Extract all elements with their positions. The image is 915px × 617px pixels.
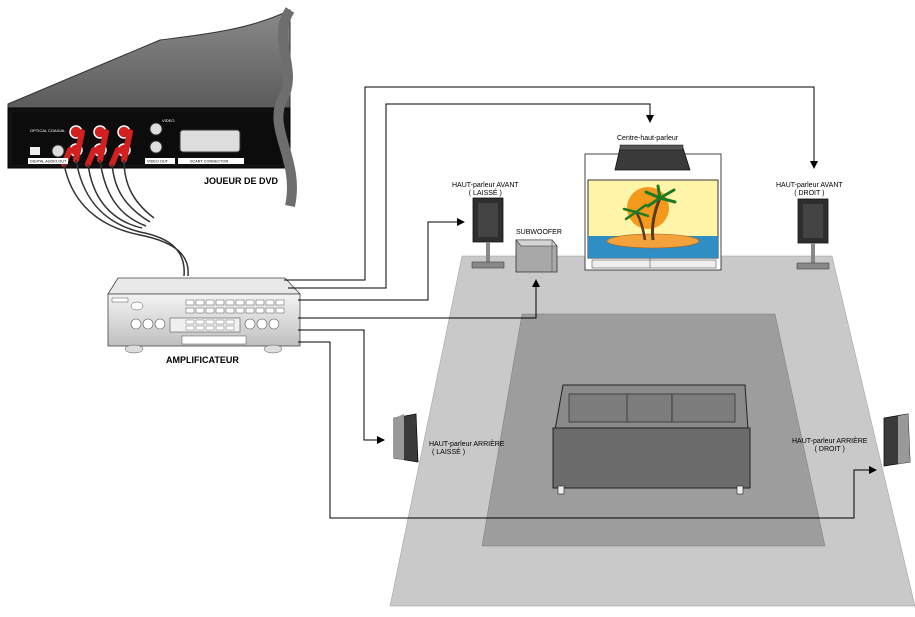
sofa xyxy=(552,384,751,495)
rca-red-connectors xyxy=(61,125,133,167)
wire-subwoofer xyxy=(298,279,540,319)
rear-left-speaker-label: HAUT-parleur ARRIÈRE ( LAISSÉ ) xyxy=(429,441,504,457)
video-out-label: VIDEO OUT xyxy=(147,160,169,164)
speaker-wires xyxy=(284,86,877,519)
dvd-player-label: JOUEUR DE DVD xyxy=(204,176,279,186)
scart-connector-label: SCART CONNECTOR xyxy=(190,160,228,164)
rear-right-speaker-label: HAUT-parleur ARRIÈRE ( DROIT ) xyxy=(792,438,867,454)
video-label: VIDEO xyxy=(162,118,174,123)
front-right-label-line2: ( DROIT ) xyxy=(794,190,825,197)
front-left-label-line2: ( LAISSÉ ) xyxy=(468,190,502,197)
coaxial-label: COAXIAL xyxy=(48,128,66,133)
front-left-speaker-label: HAUT-parleur AVANT ( LAISSÉ ) xyxy=(452,182,519,198)
dvd-player xyxy=(7,7,297,208)
rear-right-label-line1: HAUT-parleur ARRIÈRE xyxy=(792,438,868,445)
center-speaker xyxy=(614,144,691,171)
television xyxy=(584,153,722,271)
rear-left-label-line1: HAUT-parleur ARRIÈRE xyxy=(429,441,505,448)
front-right-speaker xyxy=(796,198,830,270)
subwoofer-label: SUBWOOFER xyxy=(516,229,562,236)
front-right-label-line1: HAUT-parleur AVANT xyxy=(776,182,843,189)
rear-left-speaker xyxy=(393,413,419,463)
digital-audio-out-label: DIGITAL AUDIO OUT xyxy=(30,160,67,164)
wire-front-right xyxy=(284,86,818,281)
dvd-to-amp-cables xyxy=(63,159,189,277)
amplifier-device xyxy=(107,277,301,354)
optical-label: OPTICAL xyxy=(30,128,48,133)
wire-center xyxy=(288,103,654,289)
rear-right-label-line2: ( DROIT ) xyxy=(814,446,845,453)
front-right-speaker-label: HAUT-parleur AVANT ( DROIT ) xyxy=(776,182,843,198)
front-left-speaker xyxy=(471,197,505,269)
wire-rear-right xyxy=(298,341,877,519)
rear-right-speaker xyxy=(883,413,911,467)
center-speaker-label: Centre-haut-parleur xyxy=(617,135,679,142)
subwoofer xyxy=(515,239,558,273)
rear-left-label-line2: ( LAISSÉ ) xyxy=(432,449,466,456)
front-left-label-line1: HAUT-parleur AVANT xyxy=(452,182,519,189)
wire-front-left xyxy=(298,218,465,301)
amplifier-label: AMPLIFICATEUR xyxy=(166,355,239,365)
wire-rear-left xyxy=(298,329,385,444)
